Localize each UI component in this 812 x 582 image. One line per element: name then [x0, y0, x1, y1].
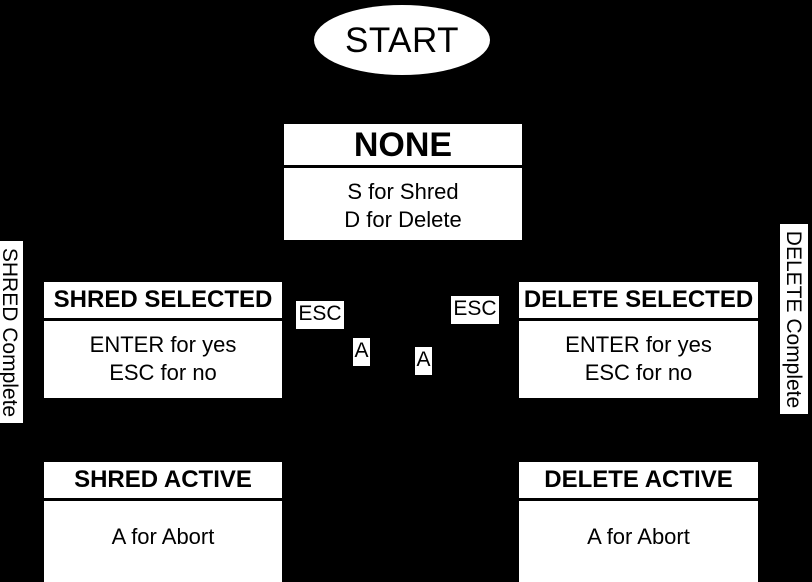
transition-label-esc-right: ESC: [451, 296, 499, 324]
state-delete-selected-line-2: ESC for no: [584, 360, 693, 386]
state-delete-active-header: DELETE ACTIVE: [519, 462, 758, 501]
state-box-shred-active[interactable]: SHRED ACTIVE A for Abort: [44, 462, 282, 582]
state-none-title: NONE: [353, 125, 453, 164]
transition-label-abort-left: A: [353, 338, 370, 366]
state-shred-selected-body: ENTER for yes ESC for no: [44, 321, 282, 398]
state-box-delete-selected[interactable]: DELETE SELECTED ENTER for yes ESC for no: [519, 282, 758, 398]
state-none-body: S for Shred D for Delete: [284, 168, 522, 240]
transition-label-shred-complete-text: SHRED Complete: [0, 247, 22, 417]
transition-label-delete-complete-text: DELETE Complete: [782, 230, 806, 408]
state-shred-selected-line-1: ENTER for yes: [89, 332, 237, 357]
state-delete-active-body: A for Abort: [519, 501, 758, 582]
state-delete-active-line-1: A for Abort: [587, 524, 690, 549]
transition-label-shred-complete: SHRED Complete: [0, 241, 23, 423]
state-shred-active-title: SHRED ACTIVE: [74, 466, 252, 493]
start-node-label: START: [345, 20, 459, 60]
state-delete-selected-title: DELETE SELECTED: [523, 286, 754, 313]
state-none-line-1: S for Shred: [347, 179, 459, 204]
state-delete-selected-header: DELETE SELECTED: [519, 282, 758, 321]
state-box-none[interactable]: NONE S for Shred D for Delete: [284, 124, 522, 240]
state-shred-active-body: A for Abort: [44, 501, 282, 582]
state-box-delete-active[interactable]: DELETE ACTIVE A for Abort: [519, 462, 758, 582]
transition-label-esc-left: ESC: [296, 301, 344, 329]
state-shred-active-line-1: A for Abort: [111, 524, 215, 549]
state-delete-selected-line-1: ENTER for yes: [565, 332, 712, 357]
state-shred-active-header: SHRED ACTIVE: [44, 462, 282, 501]
state-none-header: NONE: [284, 124, 522, 168]
transition-label-delete-complete: DELETE Complete: [780, 224, 808, 414]
state-none-line-2: D for Delete: [344, 207, 462, 233]
state-shred-selected-header: SHRED SELECTED: [44, 282, 282, 321]
transition-label-abort-right: A: [415, 347, 432, 375]
state-box-shred-selected[interactable]: SHRED SELECTED ENTER for yes ESC for no: [44, 282, 282, 398]
state-delete-selected-body: ENTER for yes ESC for no: [519, 321, 758, 398]
state-shred-selected-title: SHRED SELECTED: [53, 286, 273, 313]
state-delete-active-title: DELETE ACTIVE: [544, 466, 733, 493]
start-node[interactable]: START: [314, 5, 490, 75]
state-shred-selected-line-2: ESC for no: [109, 360, 217, 386]
